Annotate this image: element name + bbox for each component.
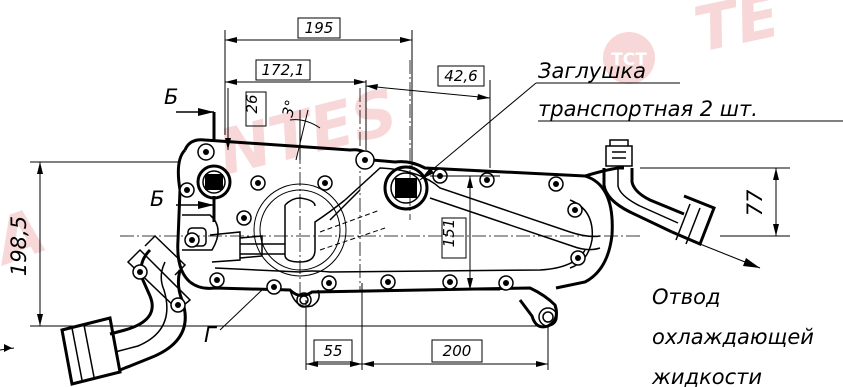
section-cut-b <box>176 108 216 222</box>
bolt <box>567 202 583 218</box>
dim-198-5: 198,5 <box>7 216 31 276</box>
housing-outline <box>176 138 624 329</box>
bolt <box>299 295 309 305</box>
transport-plugs <box>196 164 429 211</box>
section-letters: Б Б Г <box>150 85 263 347</box>
bolt <box>236 210 252 226</box>
outlet-leader: Отвод охлаждающей жидкости <box>651 243 814 387</box>
bolt <box>266 279 282 295</box>
bolt <box>321 275 337 291</box>
annotation-plug-line1: Заглушка <box>538 59 646 83</box>
bolt <box>570 250 586 266</box>
bolt <box>380 274 396 290</box>
bolt <box>479 172 495 188</box>
bolt <box>498 275 514 291</box>
watermark: TCT TE NTES A <box>0 0 786 281</box>
section-label-b-left: Б <box>150 187 164 211</box>
plug-left <box>196 164 232 200</box>
section-label-b-top: Б <box>164 85 178 109</box>
inlet-arrow <box>0 344 15 352</box>
plug-leader: Заглушка транспортная 2 шт. <box>419 59 843 181</box>
section-label-g: Г <box>204 323 218 347</box>
inlet-pipe-left <box>60 234 192 386</box>
dim-42-6: 42,6 <box>444 67 477 85</box>
bolt <box>184 232 200 248</box>
annotation-plug-line2: транспортная 2 шт. <box>538 97 758 121</box>
bolt <box>209 272 225 288</box>
annotation-outlet-line1: Отвод <box>652 285 721 309</box>
bolt <box>548 176 564 192</box>
annotation-outlet-line2: охлаждающей <box>652 325 814 349</box>
bolt <box>317 175 333 191</box>
bolt <box>179 182 195 198</box>
dim-151: 151 <box>440 219 458 248</box>
plug-right <box>383 165 429 211</box>
dimension-lines <box>37 37 779 367</box>
dim-55: 55 <box>323 342 342 360</box>
dim-77: 77 <box>743 189 767 216</box>
dim-172-1: 172,1 <box>262 61 305 79</box>
outlet-pipe-right <box>602 139 716 246</box>
watermark-logo-icon <box>603 32 655 84</box>
bolt <box>355 150 375 170</box>
dim-3-degree: 3° <box>278 98 300 119</box>
annotation-outlet-line3: жидкости <box>651 365 762 387</box>
dimension-labels: 195 172,1 42,6 26 3° 198,5 151 77 55 200 <box>7 17 767 363</box>
dim-200: 200 <box>443 342 472 360</box>
bolt <box>197 143 215 161</box>
watermark-logo-text: TCT <box>611 50 647 70</box>
watermark-brand-right: TE <box>688 0 786 67</box>
bolt <box>442 274 458 290</box>
bolt <box>250 175 266 191</box>
dim-26: 26 <box>243 94 261 113</box>
dim-195: 195 <box>305 19 334 37</box>
extension-lines <box>30 30 790 370</box>
